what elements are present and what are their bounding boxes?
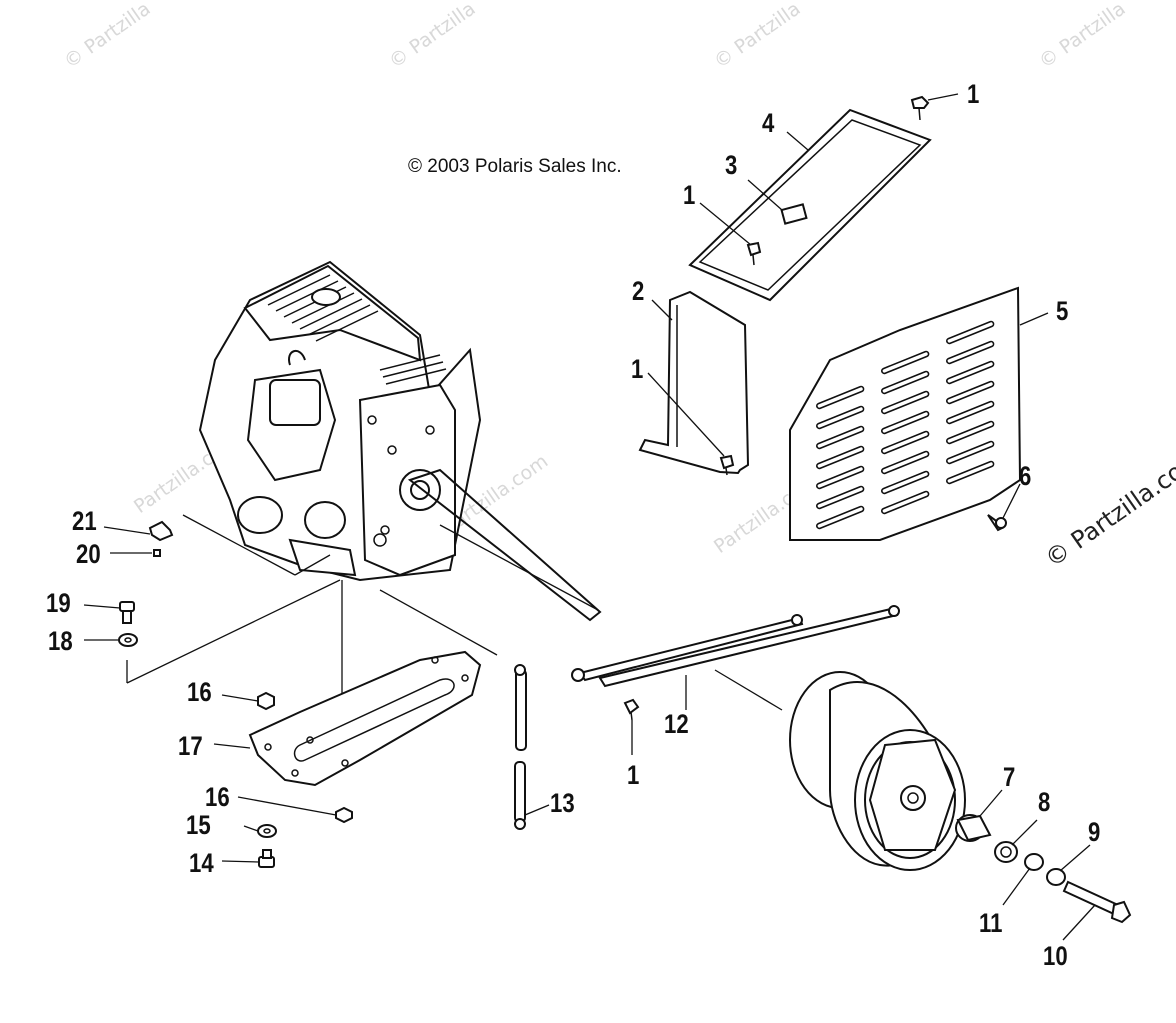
- callout-16-bottom: 16: [205, 782, 230, 812]
- top-cover-4: [688, 108, 932, 302]
- callout-17: 17: [178, 731, 203, 761]
- copyright-text: © 2003 Polaris Sales Inc.: [408, 156, 622, 177]
- callout-1-top: 1: [967, 79, 980, 109]
- callout-1-cover: 1: [683, 180, 696, 210]
- hardware-7-11: [955, 814, 1132, 924]
- assembly-lines: [126, 514, 783, 745]
- callout-21: 21: [72, 506, 97, 536]
- callout-13: 13: [550, 788, 575, 818]
- callout-8: 8: [1038, 787, 1051, 817]
- engine-assembly: [198, 260, 602, 622]
- strap-13: [514, 664, 527, 830]
- drive-clutch: [789, 671, 966, 871]
- callout-19: 19: [46, 588, 71, 618]
- rods-12: [571, 605, 900, 688]
- callout-4: 4: [762, 108, 775, 138]
- callout-18: 18: [48, 626, 73, 656]
- callout-16-top: 16: [187, 677, 212, 707]
- callout-10: 10: [1043, 941, 1068, 971]
- callout-1-lower: 1: [627, 760, 640, 790]
- callout-5: 5: [1056, 296, 1069, 326]
- vented-panel-5: [789, 286, 1022, 541]
- callout-20: 20: [76, 539, 101, 569]
- callout-14: 14: [189, 848, 214, 878]
- callout-2: 2: [632, 276, 645, 306]
- callout-3: 3: [725, 150, 738, 180]
- callout-leaders: [83, 93, 1096, 941]
- callout-6: 6: [1019, 461, 1032, 491]
- callout-11: 11: [979, 908, 1003, 938]
- callout-1-side: 1: [631, 354, 644, 384]
- side-plate-2: [638, 290, 750, 475]
- fasteners: [118, 95, 1007, 868]
- callout-15: 15: [186, 810, 211, 840]
- callout-9: 9: [1088, 817, 1101, 847]
- callout-7: 7: [1003, 762, 1016, 792]
- callout-12: 12: [664, 709, 689, 739]
- mount-plate-17: [248, 650, 482, 787]
